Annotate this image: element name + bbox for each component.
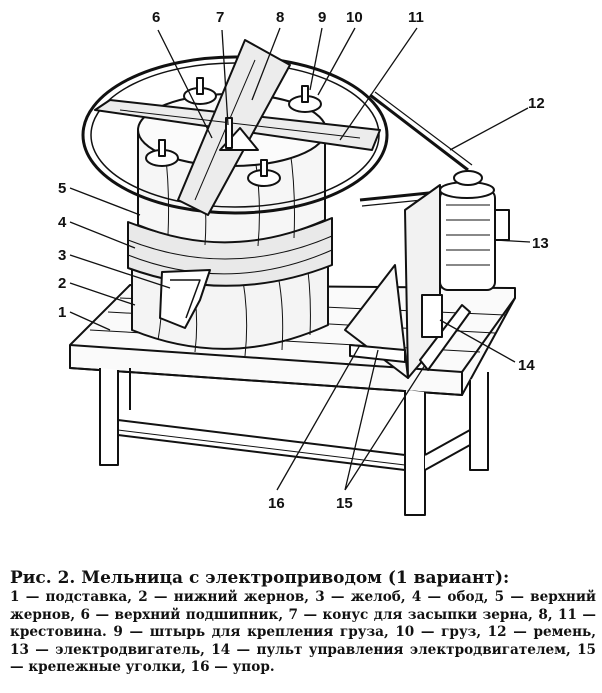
chute [159,269,211,329]
label-4: 4 [58,214,67,231]
caption-legend: 1 — подставка, 2 — нижний жернов, 3 — же… [10,589,596,675]
label-11: 11 [408,9,424,26]
label-3: 3 [58,247,66,264]
label-2: 2 [58,275,66,292]
drive-pulley [81,55,389,215]
motor-control-box [421,294,443,338]
label-8: 8 [276,9,284,26]
label-5: 5 [58,180,66,197]
cross-beam-short [177,39,291,216]
label-9: 9 [318,9,326,26]
stand-leg-right-front [404,390,426,516]
label-15: 15 [336,495,353,512]
label-7: 7 [216,9,224,26]
label-10: 10 [346,9,363,26]
mill-drawing: 6 7 8 9 10 11 12 13 14 5 4 3 2 1 16 15 [58,9,549,516]
caption-title: Рис. 2. Мельница с электроприводом (1 ва… [10,568,510,588]
motor-pulley [453,170,483,186]
label-16: 16 [268,495,285,512]
label-13: 13 [532,235,549,252]
label-14: 14 [518,357,535,374]
stand-leg-right-back [469,372,489,471]
mounting-angles [349,304,471,371]
stand-leg-left-front [99,368,119,466]
figure-caption: Рис. 2. Мельница с электроприводом (1 ва… [10,568,596,677]
weights [145,77,322,187]
label-6: 6 [152,9,160,26]
mill-illustration: 6 7 8 9 10 11 12 13 14 5 4 3 2 1 16 15 [58,9,549,516]
label-12: 12 [528,95,545,112]
label-1: 1 [58,304,66,321]
